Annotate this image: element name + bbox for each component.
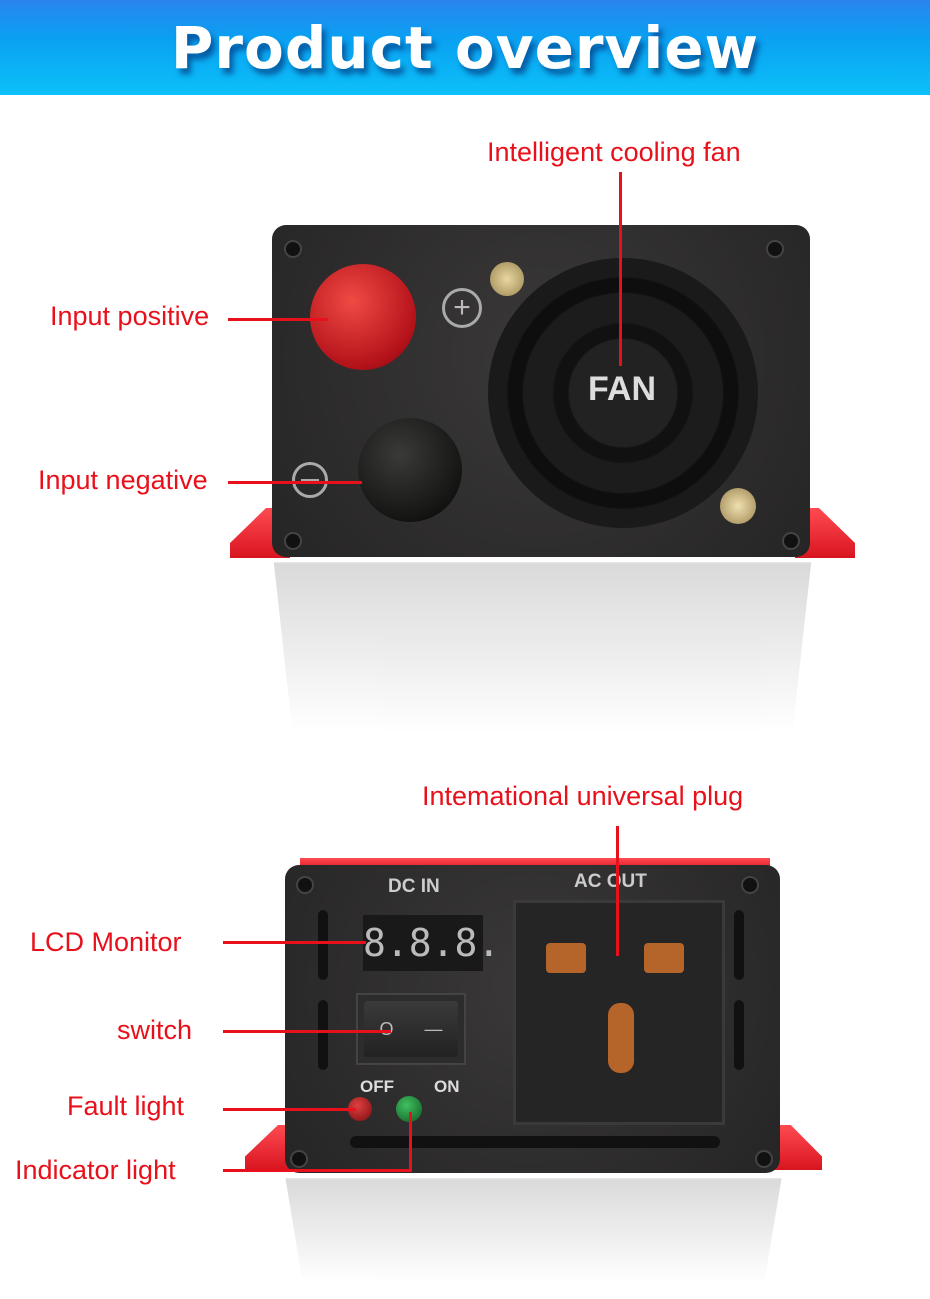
label-indicator-light: Indicator light — [15, 1155, 176, 1185]
screw-icon — [490, 262, 524, 296]
screw-icon — [284, 240, 302, 258]
pointer-line — [223, 941, 366, 944]
socket-pin-hole — [546, 943, 586, 973]
vent — [734, 1000, 744, 1070]
pointer-line — [616, 826, 619, 956]
reflection — [273, 562, 812, 732]
screw-icon — [782, 532, 800, 550]
pointer-line — [409, 1112, 412, 1172]
screw-icon — [284, 532, 302, 550]
socket-ground-hole — [608, 1003, 634, 1073]
label-lcd-monitor: LCD Monitor — [30, 927, 182, 957]
on-label: ON — [434, 1077, 460, 1096]
screw-icon — [741, 876, 759, 894]
screw-icon — [755, 1150, 773, 1168]
switch-off-symbol: O — [379, 1018, 394, 1039]
screw-icon — [766, 240, 784, 258]
header-banner: Product overview — [0, 0, 930, 95]
negative-terminal — [358, 418, 462, 522]
universal-socket — [513, 900, 725, 1125]
off-label: OFF — [360, 1077, 394, 1096]
page-title: Product overview — [170, 14, 760, 82]
vent — [734, 910, 744, 980]
pointer-line — [223, 1030, 391, 1033]
reflection — [285, 1178, 782, 1283]
pointer-line — [223, 1108, 356, 1111]
label-cooling-fan: Intelligent cooling fan — [487, 137, 741, 167]
power-switch[interactable]: O — — [356, 993, 466, 1065]
label-input-positive: Input positive — [50, 301, 210, 331]
switch-on-symbol: — — [424, 1018, 443, 1039]
vent — [350, 1136, 720, 1148]
screw-icon — [296, 876, 314, 894]
label-fault-light: Fault light — [67, 1091, 185, 1121]
minus-icon — [292, 462, 328, 498]
screw-icon — [290, 1150, 308, 1168]
label-input-negative: Input negative — [38, 465, 208, 495]
vent — [318, 1000, 328, 1070]
ac-out-label: AC OUT — [574, 871, 647, 892]
pointer-line — [228, 481, 362, 484]
label-switch: switch — [117, 1015, 193, 1045]
cooling-fan — [488, 258, 758, 528]
pointer-line — [619, 172, 622, 366]
screw-icon — [720, 488, 756, 524]
pointer-line — [223, 1169, 412, 1172]
socket-pin-hole — [644, 943, 684, 973]
plus-icon: + — [442, 288, 482, 328]
fan-text: FAN — [588, 370, 656, 408]
dc-in-label: DC IN — [388, 876, 440, 897]
label-universal-plug: Intemational universal plug — [422, 781, 744, 811]
positive-terminal — [310, 264, 416, 370]
vent — [318, 910, 328, 980]
pointer-line — [228, 318, 328, 321]
lcd-monitor: 8.8.8. — [363, 915, 500, 971]
